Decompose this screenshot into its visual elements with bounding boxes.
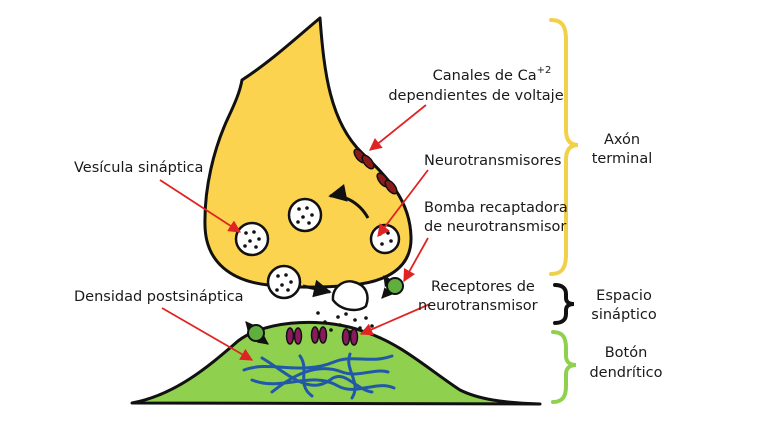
exocytosis-vesicle	[331, 280, 369, 312]
synaptic-cleft-label: Espacio	[596, 288, 652, 304]
reuptake-pump-label-line2: de neurotransmisor	[424, 219, 566, 235]
process-arrows	[302, 184, 370, 298]
pointer-synaptic-vesicle	[159, 179, 242, 233]
vesicle-contents	[243, 206, 393, 292]
pointer-postsynaptic-density	[161, 307, 254, 361]
pointer-arrows	[159, 104, 431, 361]
dendritic-button-brace	[551, 330, 577, 404]
axon-terminal-label: Axón	[604, 132, 640, 148]
pointer-calcium-channels	[369, 104, 427, 151]
calcium-channels-label-line2: dependientes de voltaje	[388, 88, 563, 104]
reuptake-pump	[381, 275, 404, 299]
postsynaptic-transporter	[245, 321, 269, 345]
synaptic-cleft-label-line2: sináptico	[591, 307, 657, 323]
synaptic-vesicle-label: Vesícula sináptica	[74, 160, 203, 176]
dendritic-button-label: Botón	[605, 345, 648, 361]
cytoskeleton-filaments	[242, 352, 396, 400]
dendritic-button-label-line2: dendrítico	[589, 365, 662, 381]
neurotransmitters-label: Neurotransmisores	[424, 153, 561, 169]
receptors-label: Receptores de	[431, 279, 535, 295]
vesicle	[287, 197, 323, 233]
pointer-receptors	[359, 303, 431, 336]
postsynaptic-density-label: Densidad postsináptica	[74, 289, 244, 305]
receptors-label-line2: neurotransmisor	[418, 298, 538, 314]
vesicle	[266, 264, 302, 300]
vesicle	[369, 223, 401, 255]
pointer-reuptake-pump	[403, 237, 429, 283]
recycle-arrow	[328, 184, 370, 219]
axon-terminal	[203, 16, 413, 289]
reuptake-pump-label: Bomba recaptadora	[424, 200, 568, 216]
release-arrow	[302, 279, 332, 298]
synaptic-cleft-brace	[553, 283, 575, 325]
axon-terminal-brace	[549, 18, 579, 276]
pointer-neurotransmitters	[377, 169, 429, 238]
neurotransmitter-receptors	[285, 326, 359, 346]
calcium-channels-label: Canales de Ca+2	[433, 65, 552, 84]
vesicle	[234, 221, 270, 257]
axon-terminal-label-line2: terminal	[592, 151, 653, 167]
dendritic-spine	[130, 320, 542, 406]
calcium-channels	[353, 148, 398, 195]
